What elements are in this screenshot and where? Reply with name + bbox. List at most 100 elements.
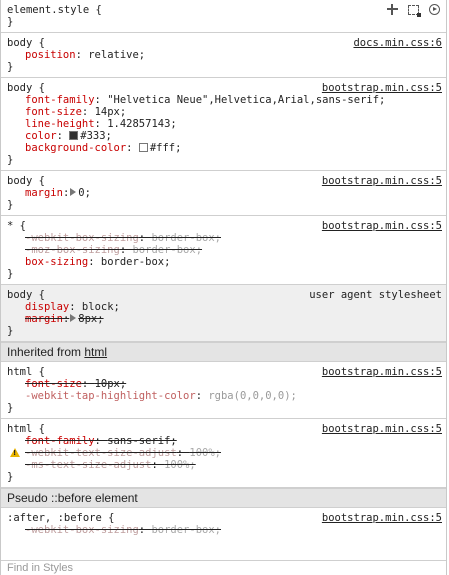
inherited-section-header: Inherited from html	[1, 342, 446, 362]
property-value[interactable]: rgba(0,0,0,0);	[208, 390, 297, 402]
property-value[interactable]: border-box;	[151, 232, 221, 244]
property-name: display	[25, 301, 70, 313]
rule-source-label: user agent stylesheet	[309, 289, 442, 301]
property-name[interactable]: font-family	[25, 435, 95, 447]
property-name[interactable]: -webkit-box-sizing	[25, 232, 139, 244]
property-value[interactable]: 0;	[78, 187, 91, 199]
property-name[interactable]: background-color	[25, 142, 127, 154]
css-declaration[interactable]: margin:0;	[25, 187, 91, 199]
css-declaration[interactable]: box-sizing: border-box;	[25, 256, 171, 268]
style-rule[interactable]: :after, :before { bootstrap.min.css:5 -w…	[1, 508, 446, 540]
css-declaration-inactive[interactable]: -webkit-tap-highlight-color: rgba(0,0,0,…	[25, 390, 297, 402]
rule-close: }	[7, 16, 14, 28]
toggle-element-state-icon[interactable]	[408, 4, 421, 17]
property-value[interactable]: 14px;	[94, 106, 127, 118]
property-name[interactable]: -webkit-box-sizing	[25, 524, 139, 536]
styles-toolbar	[387, 4, 440, 17]
property-name: margin	[25, 313, 63, 325]
property-value[interactable]: border-box;	[132, 244, 203, 256]
rule-close: }	[7, 268, 14, 280]
rule-source-link[interactable]: bootstrap.min.css:5	[321, 82, 442, 94]
css-declaration[interactable]: font-family: "Helvetica Neue",Helvetica,…	[25, 94, 386, 106]
property-value[interactable]: 100%;	[189, 447, 221, 459]
color-swatch-icon[interactable]	[69, 131, 79, 140]
property-value[interactable]: relative;	[88, 49, 146, 61]
property-value[interactable]: #333;	[80, 130, 112, 142]
inherited-element-link[interactable]: html	[84, 345, 108, 359]
rule-selector[interactable]: element.style {	[7, 4, 102, 16]
rule-selector[interactable]: html {	[7, 366, 45, 378]
css-declaration-overridden[interactable]: font-family: sans-serif;	[25, 435, 177, 447]
new-style-rule-icon[interactable]	[387, 4, 398, 15]
rule-source-link[interactable]: docs.min.css:6	[353, 37, 442, 49]
property-name[interactable]: color	[25, 130, 57, 142]
property-name[interactable]: -webkit-tap-highlight-color	[25, 390, 196, 402]
find-in-styles-input[interactable]: Find in Styles	[1, 560, 446, 575]
property-value[interactable]: 100%;	[164, 459, 196, 471]
rule-close: }	[7, 471, 14, 483]
css-declaration-overridden: margin:8px;	[25, 313, 104, 325]
css-declaration: display: block;	[25, 301, 120, 313]
property-name[interactable]: font-size	[25, 106, 82, 118]
rule-selector[interactable]: body {	[7, 175, 45, 187]
rule-source-link[interactable]: bootstrap.min.css:5	[321, 220, 442, 232]
rule-selector[interactable]: body {	[7, 37, 45, 49]
rule-close: }	[7, 402, 14, 414]
rule-selector[interactable]: html {	[7, 423, 45, 435]
style-rule[interactable]: body { bootstrap.min.css:5 margin:0; }	[1, 171, 446, 216]
rule-selector: body {	[7, 289, 45, 301]
css-declaration[interactable]: position: relative;	[25, 49, 146, 61]
inherited-label: Inherited from	[7, 345, 85, 359]
property-value[interactable]: border-box;	[100, 256, 171, 268]
rule-close: }	[7, 154, 14, 166]
expand-shorthand-icon[interactable]	[70, 188, 77, 196]
property-value[interactable]: border-box;	[151, 524, 221, 536]
rule-close: }	[7, 325, 14, 337]
rule-source-link[interactable]: bootstrap.min.css:5	[321, 423, 442, 435]
style-rule[interactable]: html { bootstrap.min.css:5 font-size: 10…	[1, 362, 446, 419]
property-name[interactable]: -moz-box-sizing	[25, 244, 120, 256]
css-declaration-overridden[interactable]: -webkit-box-sizing: border-box;	[25, 232, 221, 244]
expand-shorthand-icon[interactable]	[70, 314, 77, 322]
style-rule[interactable]: body { bootstrap.min.css:5 font-family: …	[1, 78, 446, 171]
property-name[interactable]: line-height	[25, 118, 95, 130]
rule-source-link[interactable]: bootstrap.min.css:5	[321, 366, 442, 378]
property-value[interactable]: "Helvetica Neue",Helvetica,Arial,sans-se…	[107, 94, 386, 106]
property-value[interactable]: 10px;	[94, 378, 127, 390]
css-declaration[interactable]: font-size: 14px;	[25, 106, 127, 118]
property-value[interactable]: 1.42857143;	[107, 118, 177, 130]
property-name[interactable]: -webkit-text-size-adjust	[25, 447, 177, 459]
property-value[interactable]: #fff;	[149, 142, 182, 154]
rule-source-link[interactable]: bootstrap.min.css:5	[321, 512, 442, 524]
rule-selector[interactable]: * {	[7, 220, 26, 232]
css-declaration[interactable]: color: #333;	[25, 130, 112, 142]
property-name[interactable]: -ms-text-size-adjust	[25, 459, 152, 471]
style-rule-user-agent[interactable]: body { user agent stylesheet display: bl…	[1, 285, 446, 342]
property-name[interactable]: font-size	[25, 378, 82, 390]
property-value[interactable]: sans-serif;	[107, 435, 177, 447]
rule-source-link[interactable]: bootstrap.min.css:5	[321, 175, 442, 187]
style-rule[interactable]: body { docs.min.css:6 position: relative…	[1, 33, 446, 78]
warning-icon	[10, 448, 20, 457]
css-declaration-overridden[interactable]: -ms-text-size-adjust: 100%;	[25, 459, 196, 471]
property-name[interactable]: font-family	[25, 94, 95, 106]
element-style-rule[interactable]: element.style { }	[1, 0, 446, 33]
css-declaration[interactable]: line-height: 1.42857143;	[25, 118, 177, 130]
property-name[interactable]: margin	[25, 187, 63, 199]
style-rule[interactable]: * { bootstrap.min.css:5 -webkit-box-sizi…	[1, 216, 446, 285]
css-declaration[interactable]: background-color: #fff;	[25, 142, 182, 154]
css-declaration-overridden[interactable]: -webkit-box-sizing: border-box;	[25, 524, 221, 536]
rule-close: }	[7, 199, 14, 211]
rule-selector[interactable]: body {	[7, 82, 45, 94]
css-declaration-overridden[interactable]: -moz-box-sizing: border-box;	[25, 244, 203, 256]
property-name[interactable]: position	[25, 49, 76, 61]
rule-selector[interactable]: :after, :before {	[7, 512, 115, 524]
computed-style-toggle-icon[interactable]	[429, 4, 440, 15]
css-declaration-overridden[interactable]: font-size: 10px;	[25, 378, 127, 390]
css-declaration-invalid[interactable]: -webkit-text-size-adjust: 100%;	[7, 447, 440, 459]
color-swatch-icon[interactable]	[138, 143, 148, 152]
style-rule[interactable]: html { bootstrap.min.css:5 font-family: …	[1, 419, 446, 488]
rule-close: }	[7, 61, 14, 73]
property-name[interactable]: box-sizing	[25, 256, 89, 268]
